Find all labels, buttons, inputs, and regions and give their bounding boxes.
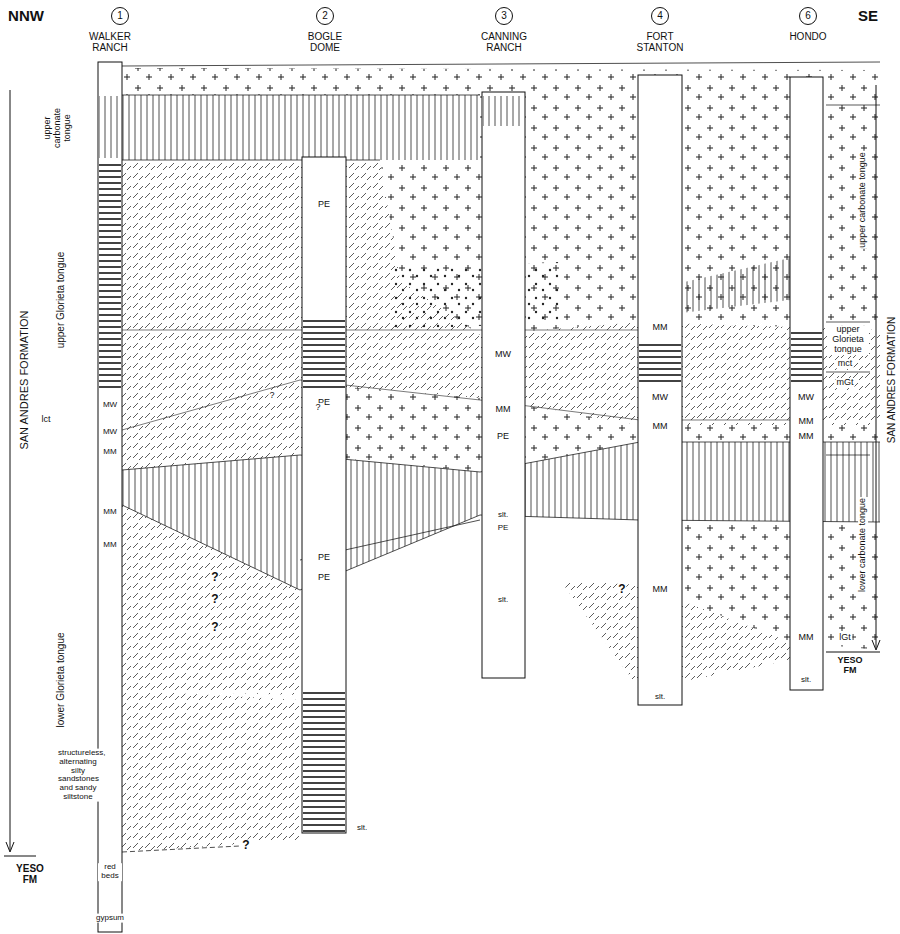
facies-code: MW [102,428,118,437]
direction-label: NNW [7,8,45,25]
facies-code: slt. [356,824,368,833]
facies-code: MM [798,432,815,442]
well-number: 3 [501,11,507,21]
facies-code: slt. [800,676,812,685]
facies-code: PE [497,524,510,533]
facies-code: slt. [654,693,666,702]
facies-code: PE [317,200,331,210]
well-number-circle: 4 [651,7,669,25]
well-number-circle: 2 [316,7,334,25]
query-mark: ? [268,391,275,401]
well-number: 6 [805,11,811,21]
facies-code: slt. [497,596,509,605]
facies-code: MM [652,323,669,333]
well-number-circle: 3 [495,7,513,25]
facies-code: MW [102,401,118,410]
well-name: CANNING RANCH [472,31,536,53]
facies-code: MM [652,422,669,432]
facies-code: MM [102,508,117,517]
query-mark: ? [314,403,321,413]
formation-label: YESO FM [9,863,51,885]
facies-code: MW [494,350,512,360]
unit-label: upper carbonate tongue [43,96,73,160]
unit-label: upper Glorieta tongue [55,251,66,350]
well-name: BOGLE DOME [293,31,357,53]
formation-label: SAN ANDRES FORMATION [886,316,897,445]
unit-label: upper carbonate tongue [858,151,868,249]
query-mark: ? [210,593,219,606]
unit-label: lGt [838,633,852,643]
facies-code: MM [495,405,512,415]
direction-label: SE [857,8,879,25]
unit-label: lower carbonate tongue [858,497,868,593]
query-mark: ? [210,621,219,634]
well-number: 2 [322,11,328,21]
facies-code: MM [102,448,117,457]
unit-label: upper Glorieta tongue [827,325,869,355]
facies-code: MM [102,541,117,550]
facies-code: PE [317,573,331,583]
well-number: 4 [657,11,663,21]
lithology-note: structureless, alternating silty sandsto… [57,749,99,802]
well-name: WALKER RANCH [78,31,142,53]
unit-label: mct [837,359,854,369]
facies-code: MM [798,633,815,643]
facies-code: PE [317,553,331,563]
facies-code: MM [652,585,669,595]
well-number-circle: 6 [799,7,817,25]
well-number: 1 [117,11,123,21]
unit-label: lct [41,415,52,425]
well-number-circle: 1 [111,7,129,25]
facies-code: slt. [497,511,509,520]
unit-label: lower Glorieta tongue [55,631,66,728]
lithology-note: gypsum [95,914,125,923]
lithology-note: red beds [98,863,122,881]
well-name: HONDO [788,31,827,42]
well-name: FORT STANTON [628,31,692,53]
facies-code: MW [797,393,815,403]
formation-label: YESO FM [829,656,871,676]
query-mark: ? [241,839,250,852]
query-mark: ? [617,583,626,596]
formation-label: SAN ANDRES FORMATION [18,309,30,450]
facies-code: MW [651,393,669,403]
facies-code: MM [798,417,815,427]
facies-code: PE [496,432,510,442]
query-mark: ? [210,571,219,584]
unit-label: mGt [836,378,855,388]
